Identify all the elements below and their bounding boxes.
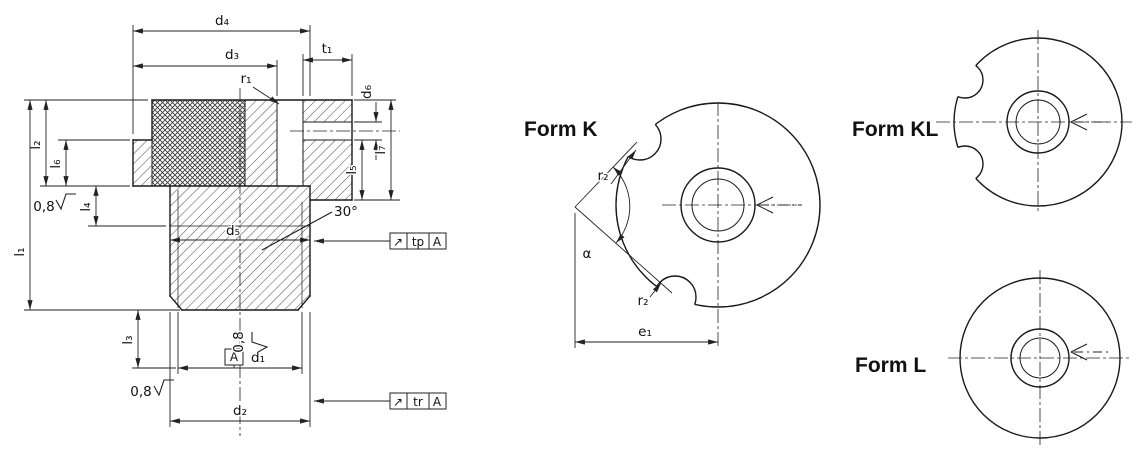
dim-d5: d₅: [170, 222, 310, 243]
dim-d4-label: d₄: [215, 13, 229, 29]
flag-tp-datum: A: [433, 235, 442, 249]
flag-tp: ↗ tp A: [314, 232, 447, 250]
form-kl-bore-circle: [1006, 90, 1070, 154]
datum-a-box: A: [224, 348, 244, 368]
centerlines: [239, 88, 400, 436]
dim-r2-bottom: r₂: [636, 282, 662, 311]
flag-arrow-icon: ↗: [393, 395, 403, 409]
knurl-area: [152, 100, 245, 186]
form-l-hole-circle: [1019, 337, 1061, 379]
form-kl-hole-circle: [1015, 99, 1061, 145]
surface-finish-icon: [55, 193, 77, 210]
dim-l4: l₄: [77, 186, 166, 227]
dim-l2: l₂: [24, 99, 148, 187]
dim-r2-top: r₂: [596, 149, 637, 186]
form-k-view: Form K α r₂ r₂ e₁: [524, 102, 821, 348]
chamfer-30deg-line: [261, 211, 333, 251]
form-kl-title: Form KL: [852, 118, 939, 141]
angle-30-label: 30°: [334, 204, 358, 220]
datum-a-label: A: [230, 350, 239, 364]
dim-t1-label: t₁: [322, 41, 333, 57]
surface-finish-1: 0,8: [32, 193, 77, 217]
view-direction-arrow: [1070, 113, 1112, 131]
dim-l5: l₅: [343, 140, 400, 201]
surface-finish-icon: [153, 379, 175, 396]
surface-finish-2: 0,8: [230, 330, 268, 354]
dim-l6-label: l₆: [48, 159, 64, 168]
dim-e1-label: e₁: [638, 324, 652, 340]
form-l-bore-circle: [1010, 328, 1070, 388]
view-direction-arrow: [756, 196, 802, 214]
dim-l6: l₆: [47, 139, 130, 186]
form-k-title: Form K: [524, 118, 598, 141]
form-k-bore-circle: [680, 167, 756, 243]
form-k-construction: α: [574, 141, 673, 294]
surface-finish-value: 0,8: [130, 384, 151, 400]
dim-r1-label: r₁: [241, 71, 252, 87]
dim-t1: t₁: [302, 40, 353, 96]
dim-l1-label: l₁: [12, 247, 28, 256]
dim-l7-label: l₇: [373, 145, 389, 154]
form-l-title: Form L: [855, 354, 926, 377]
dim-l1: l₁: [11, 100, 180, 311]
view-direction-arrow: [1070, 343, 1112, 361]
flag-tr-label: tr: [413, 395, 423, 409]
dim-d4: d₄: [132, 12, 311, 134]
section-view: d₄ d₃ t₁ r₁ d₆ l₅: [11, 12, 447, 436]
surface-finish-value: 0,8: [231, 331, 247, 352]
dim-l5-label: l₅: [344, 165, 360, 174]
dim-d3: d₃: [133, 46, 278, 96]
dim-l4-label: l₄: [78, 202, 94, 211]
surface-finish-3: 0,8: [129, 379, 175, 402]
dim-d3-label: d₃: [225, 47, 239, 63]
dim-d6-label: d₆: [359, 85, 375, 99]
form-k-hole-circle: [691, 178, 745, 232]
dim-d2-label: d₂: [233, 403, 247, 419]
dim-angle-30: 30°: [333, 203, 360, 222]
flag-tp-label: tp: [412, 235, 424, 249]
dim-r2-label: r₂: [598, 168, 609, 184]
flag-tr: ↗ tr A: [314, 392, 447, 410]
dim-alpha-label: α: [583, 246, 592, 262]
flag-arrow-icon: ↗: [393, 235, 403, 249]
dim-d6: d₆: [354, 84, 382, 160]
dim-d1-label: d₁: [251, 350, 265, 366]
section-hatching: [133, 100, 352, 310]
flag-tr-datum: A: [433, 395, 442, 409]
dim-d1: d₁: [177, 312, 303, 374]
surface-finish-value: 0,8: [33, 199, 54, 215]
dim-d2: d₂: [169, 312, 311, 427]
dim-l3: l₃: [119, 310, 176, 369]
dim-e1: e₁: [574, 213, 718, 348]
dim-l7: l₇: [354, 99, 396, 200]
dim-d5-label: d₅: [226, 223, 240, 239]
form-l-view: Form L: [855, 270, 1132, 446]
dim-r2-label: r₂: [638, 293, 649, 309]
form-kl-view: Form KL: [852, 30, 1132, 214]
part-outline: [132, 99, 353, 311]
surface-finish-icon: [251, 331, 268, 353]
dim-r1: r₁: [239, 70, 280, 105]
dim-l3-label: l₃: [120, 335, 136, 344]
